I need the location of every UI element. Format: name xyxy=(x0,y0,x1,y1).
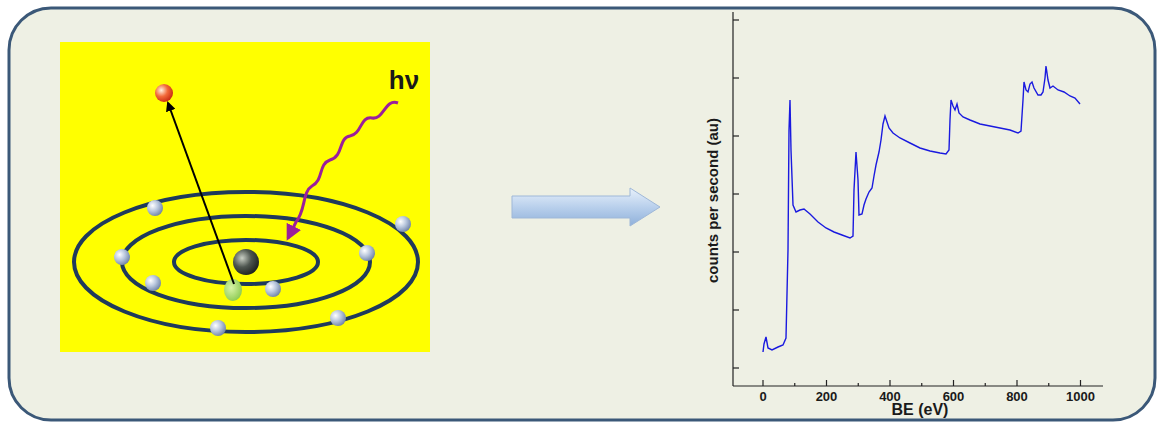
tick-mark xyxy=(826,380,827,386)
tick-mark xyxy=(733,19,739,20)
tick-mark xyxy=(794,383,795,386)
tick-mark xyxy=(1016,380,1017,386)
electrons xyxy=(114,200,411,336)
nucleus xyxy=(233,249,259,275)
xps-spectrum xyxy=(763,66,1080,352)
tick-label: 1000 xyxy=(1066,390,1095,403)
tick-label: 400 xyxy=(879,390,901,403)
tick-mark xyxy=(733,251,739,252)
y-axis-label: counts per second (au) xyxy=(706,117,721,282)
tick-mark xyxy=(953,380,954,386)
tick-mark xyxy=(733,135,739,136)
block-arrow xyxy=(512,188,660,226)
tick-label: 200 xyxy=(816,390,838,403)
ejection-arrow xyxy=(168,103,234,284)
chart-axes xyxy=(733,12,1103,386)
tick-label: 0 xyxy=(759,390,766,403)
photon-label: hν xyxy=(389,67,419,93)
photon-wave xyxy=(288,102,398,238)
tick-mark xyxy=(889,380,890,386)
x-axis-label: BE (eV) xyxy=(892,402,949,418)
orbits xyxy=(74,192,418,332)
tick-mark xyxy=(762,380,763,386)
tick-label: 600 xyxy=(943,390,965,403)
panel xyxy=(9,8,1155,420)
tick-mark xyxy=(733,193,739,194)
tick-mark xyxy=(733,367,739,368)
tick-mark xyxy=(1048,383,1049,386)
atom-background xyxy=(60,42,430,352)
tick-mark xyxy=(921,383,922,386)
tick-mark xyxy=(985,383,986,386)
photoelectron xyxy=(155,84,173,102)
tick-mark xyxy=(1080,380,1081,386)
tick-mark xyxy=(858,383,859,386)
tick-mark xyxy=(733,309,739,310)
axis-ticks xyxy=(733,20,1081,386)
tick-mark xyxy=(733,77,739,78)
tick-label: 800 xyxy=(1006,390,1028,403)
